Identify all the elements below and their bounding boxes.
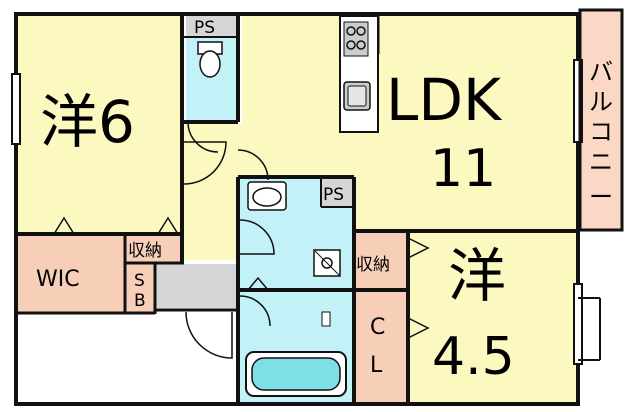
label-storage-1: 収納 [128, 241, 162, 261]
door-washroom [239, 219, 275, 255]
door-w6 [183, 141, 227, 185]
label-wic: WIC [36, 267, 80, 292]
balcony-char: ル [589, 88, 613, 116]
label-storage-2: 収納 [356, 255, 390, 275]
room-ps-1 [186, 16, 236, 36]
label-closet-c: C [370, 315, 385, 340]
door-hall [237, 149, 269, 181]
wic-fold [53, 216, 75, 235]
bay-window [580, 298, 600, 360]
balcony-outline [578, 8, 624, 232]
label-western-45-size: 4.5 [432, 327, 515, 387]
bathtub-icon [245, 311, 347, 397]
label-ldk-size: 11 [430, 139, 496, 199]
balcony-area [580, 10, 622, 230]
door-swing-icon [53, 121, 430, 359]
room-ldk-hall-part [184, 124, 242, 260]
label-sb-b: B [134, 291, 146, 311]
washer-drain-icon [313, 249, 341, 277]
label-sb-s: S [134, 271, 145, 291]
door-bath [239, 295, 271, 327]
room-storage-2 [356, 232, 406, 288]
toilet-icon [197, 41, 223, 78]
room-closet [356, 292, 406, 402]
closet-fold-1 [407, 237, 430, 259]
walls [14, 12, 580, 406]
room-shoe-box [126, 264, 154, 312]
wic-fold-2 [157, 216, 179, 235]
wash-fold [247, 276, 269, 291]
room-hallway [156, 264, 240, 308]
labels: 洋6 LDK 11 洋 4.5 WIC 収納 収納 S B C L PS PS … [36, 18, 613, 387]
label-ldk: LDK [386, 66, 503, 134]
sink-icon [343, 81, 371, 111]
windows [11, 59, 601, 365]
balcony-char: バ [589, 58, 613, 86]
room-western-45 [410, 232, 576, 402]
label-western-6: 洋6 [40, 88, 135, 156]
label-western-45: 洋 [448, 242, 506, 310]
balcony-char: ニ [589, 148, 613, 176]
stove-icon [343, 21, 369, 57]
door-toilet [187, 121, 219, 153]
room-wic [18, 236, 124, 312]
label-closet-l: L [370, 353, 383, 378]
label-ps-1: PS [194, 18, 215, 38]
window-w45-right [573, 283, 583, 365]
room-ps-2 [322, 178, 352, 206]
room-western-6 [18, 16, 180, 232]
room-storage-1 [126, 236, 184, 262]
label-ps-2: PS [323, 185, 344, 205]
door-entrance [185, 311, 233, 359]
window-w6-left [11, 73, 21, 145]
closet-fold-2 [407, 317, 430, 339]
balcony-char: コ [589, 118, 613, 146]
washbasin-icon [247, 181, 287, 211]
window-ldk-right [573, 59, 583, 143]
outer-wall [14, 12, 580, 406]
balcony-char: ー [589, 183, 613, 211]
kitchen-counter [339, 15, 379, 133]
